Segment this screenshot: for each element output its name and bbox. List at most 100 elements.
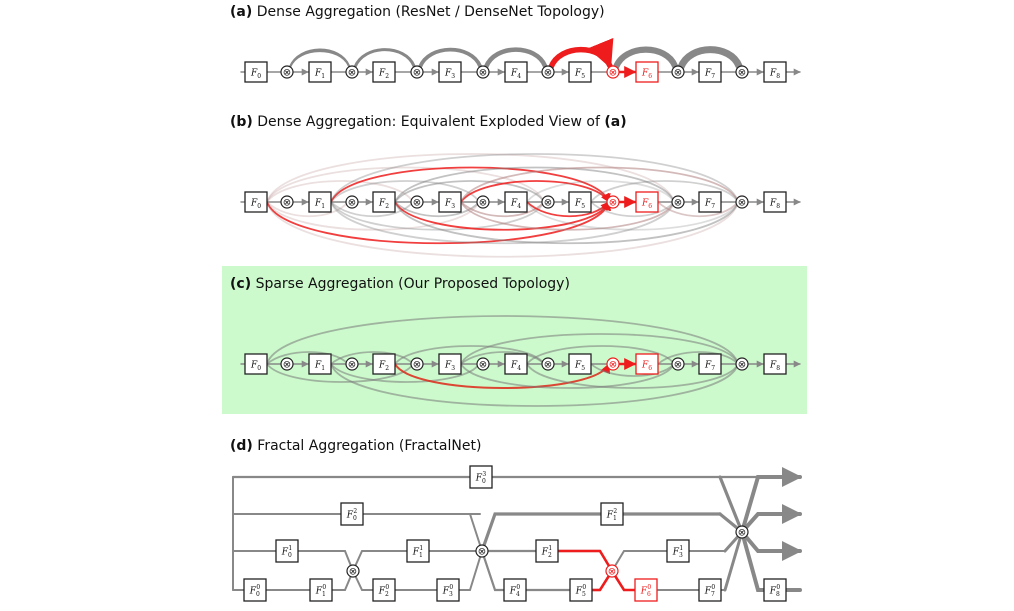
- aggregation-node: ⊗: [735, 357, 749, 371]
- node-F8: F8: [763, 61, 787, 83]
- aggregation-node: ⊗: [606, 195, 620, 209]
- node-F0-1: F01: [275, 539, 299, 563]
- svg-text:⊗: ⊗: [283, 68, 291, 79]
- aggregation-node: ⊗: [735, 195, 749, 209]
- svg-text:⊗: ⊗: [348, 198, 356, 209]
- aggregation-node: ⊗: [605, 564, 619, 578]
- node-F1: F1: [308, 353, 332, 375]
- aggregation-node: ⊗: [606, 357, 620, 371]
- node-label-F2: F2: [378, 69, 389, 81]
- aggregation-node: ⊗: [541, 65, 555, 79]
- node-label-F8: F8: [769, 199, 780, 211]
- node-F8-0: F80: [763, 578, 787, 602]
- node-label-F4: F4: [510, 69, 521, 81]
- node-label-F0: F0: [250, 199, 261, 211]
- node-F3: F3: [438, 191, 462, 213]
- node-F6-0: F60: [634, 578, 658, 602]
- aggregation-node: ⊗: [475, 544, 489, 558]
- aggregation-node: ⊗: [346, 564, 360, 578]
- svg-text:⊗: ⊗: [413, 198, 421, 209]
- node-label-F7: F7: [704, 361, 715, 373]
- node-F2-1: F21: [535, 539, 559, 563]
- node-label-F1: F1: [314, 361, 325, 373]
- node-F4-0: F40: [503, 578, 527, 602]
- node-F4: F4: [504, 353, 528, 375]
- node-label-F5-0: F50: [575, 584, 587, 598]
- node-F1: F1: [308, 61, 332, 83]
- node-F6: F6: [635, 61, 659, 83]
- svg-text:⊗: ⊗: [544, 198, 552, 209]
- node-label-F3-0: F30: [442, 584, 454, 598]
- aggregation-node: ⊗: [735, 525, 749, 539]
- node-label-F7-0: F70: [704, 584, 716, 598]
- node-F6: F6: [635, 191, 659, 213]
- aggregation-node: ⊗: [671, 195, 685, 209]
- aggregation-node: ⊗: [671, 65, 685, 79]
- node-F7-0: F70: [698, 578, 722, 602]
- node-F2-0: F20: [372, 578, 396, 602]
- aggregation-node: ⊗: [735, 65, 749, 79]
- node-label-F4-0: F40: [509, 584, 521, 598]
- node-F5: F5: [568, 353, 592, 375]
- node-label-F6: F6: [641, 69, 652, 81]
- svg-text:⊗: ⊗: [413, 68, 421, 79]
- node-label-F3: F3: [444, 69, 455, 81]
- node-label-F2-0: F20: [378, 584, 390, 598]
- aggregation-node: ⊗: [541, 357, 555, 371]
- svg-text:⊗: ⊗: [283, 360, 291, 371]
- node-label-F1: F1: [314, 69, 325, 81]
- node-label-F3-1: F31: [672, 545, 683, 559]
- svg-text:⊗: ⊗: [674, 198, 682, 209]
- svg-text:⊗: ⊗: [608, 567, 616, 578]
- node-label-F8-0: F80: [769, 584, 781, 598]
- svg-text:⊗: ⊗: [283, 198, 291, 209]
- node-label-F0-2: F02: [346, 508, 358, 522]
- node-label-F6: F6: [641, 361, 652, 373]
- aggregation-node: ⊗: [345, 195, 359, 209]
- svg-text:⊗: ⊗: [674, 68, 682, 79]
- node-F5: F5: [568, 61, 592, 83]
- node-F4: F4: [504, 61, 528, 83]
- aggregation-node: ⊗: [345, 357, 359, 371]
- node-F0: F0: [244, 353, 268, 375]
- node-F4: F4: [504, 191, 528, 213]
- panel-d-title: (d) Fractal Aggregation (FractalNet): [230, 438, 482, 454]
- node-F7: F7: [698, 61, 722, 83]
- node-label-F0-1: F01: [281, 545, 292, 559]
- node-F1-1: F11: [406, 539, 430, 563]
- svg-text:⊗: ⊗: [738, 528, 746, 539]
- svg-text:⊗: ⊗: [348, 360, 356, 371]
- exploded-arcs: [266, 153, 739, 258]
- aggregation-node: ⊗: [345, 65, 359, 79]
- svg-text:⊗: ⊗: [738, 68, 746, 79]
- node-label-F1-2: F12: [606, 508, 618, 522]
- aggregation-node: ⊗: [671, 357, 685, 371]
- node-F3-0: F30: [436, 578, 460, 602]
- node-F0-2: F02: [340, 502, 364, 526]
- node-F1: F1: [308, 191, 332, 213]
- svg-text:⊗: ⊗: [544, 68, 552, 79]
- aggregation-node: ⊗: [280, 195, 294, 209]
- svg-text:⊗: ⊗: [479, 360, 487, 371]
- node-label-F1: F1: [314, 199, 325, 211]
- svg-text:⊗: ⊗: [544, 360, 552, 371]
- svg-text:⊗: ⊗: [738, 360, 746, 371]
- aggregation-node: ⊗: [280, 357, 294, 371]
- node-F2: F2: [372, 353, 396, 375]
- node-label-F6: F6: [641, 199, 652, 211]
- node-label-F0-0: F00: [249, 584, 261, 598]
- node-label-F2: F2: [378, 199, 389, 211]
- node-F2: F2: [372, 191, 396, 213]
- node-F8: F8: [763, 191, 787, 213]
- node-label-F5: F5: [574, 199, 585, 211]
- node-label-F8: F8: [769, 361, 780, 373]
- node-label-F7: F7: [704, 199, 715, 211]
- node-F3: F3: [438, 353, 462, 375]
- svg-text:⊗: ⊗: [609, 360, 617, 371]
- panel-b-title: (b) Dense Aggregation: Equivalent Explod…: [230, 114, 627, 130]
- node-F5-0: F50: [569, 578, 593, 602]
- node-label-F0-3: F03: [475, 471, 487, 485]
- node-F0-0: F00: [243, 578, 267, 602]
- aggregation-node: ⊗: [410, 195, 424, 209]
- node-F0-3: F03: [469, 465, 493, 489]
